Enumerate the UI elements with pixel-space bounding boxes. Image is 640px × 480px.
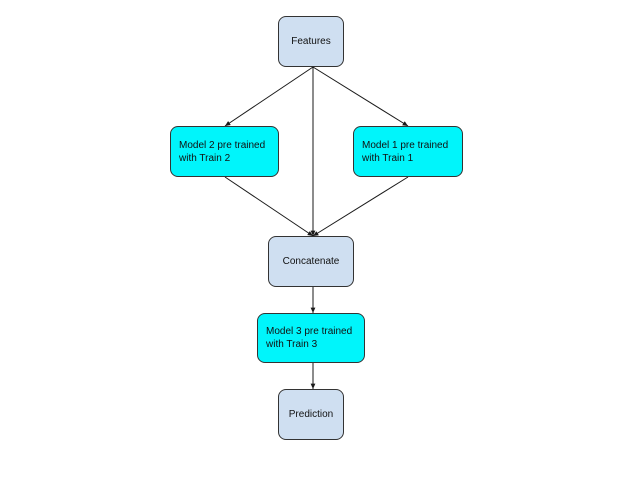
model3-node[interactable]: Model 3 pre trained with Train 3 [257,313,365,363]
edge-model2-to-concatenate [224,176,314,237]
model3-label: Model 3 pre trained with Train 3 [266,326,353,350]
features-node[interactable]: Features [278,16,344,67]
concatenate-label: Concatenate [282,256,340,267]
edge-model1-to-concatenate [312,176,409,237]
prediction-node[interactable]: Prediction [278,389,344,440]
edge-features-to-model2 [224,66,314,127]
model2-node[interactable]: Model 2 pre trained with Train 2 [170,126,279,177]
edge-features-to-model1 [312,66,409,127]
concatenate-node[interactable]: Concatenate [268,236,354,287]
model2-label: Model 2 pre trained with Train 2 [179,139,266,164]
features-label: Features [291,36,331,47]
model1-label: Model 1 pre trained with Train 1 [362,139,449,164]
model1-node[interactable]: Model 1 pre trained with Train 1 [353,126,463,177]
prediction-label: Prediction [288,409,334,420]
